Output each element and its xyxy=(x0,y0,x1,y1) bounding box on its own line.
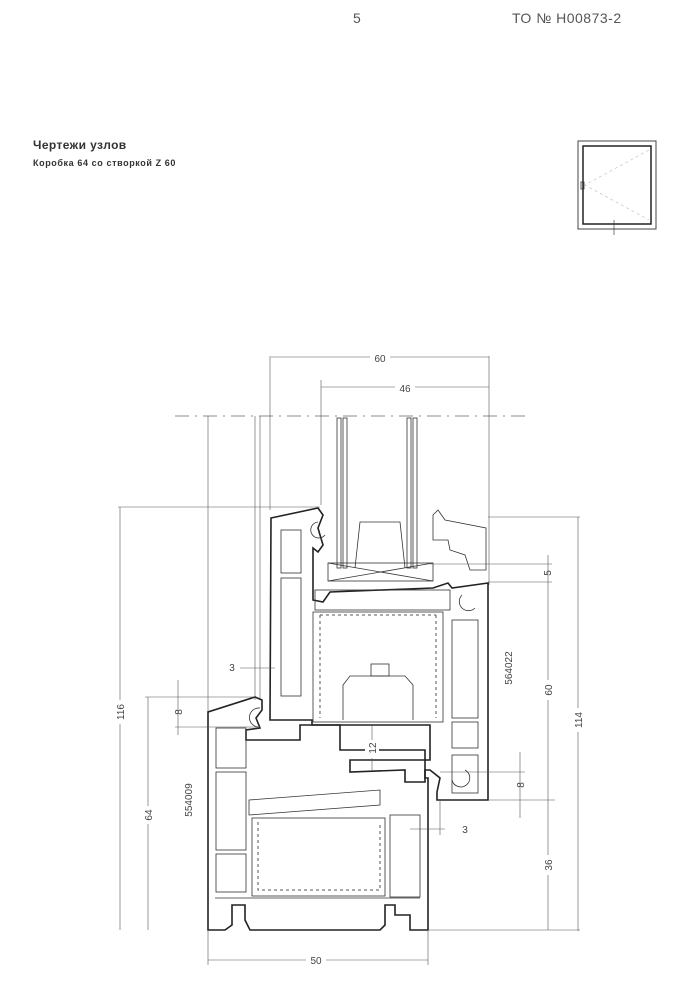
window-thumbnail-icon xyxy=(577,140,657,235)
glass-unit xyxy=(327,417,434,582)
dim-lip-left: 8 xyxy=(174,709,185,715)
dim-frame-height: 64 xyxy=(144,809,155,821)
dim-total-height-left: 116 xyxy=(116,704,127,720)
document-code: ТО № Н00873-2 xyxy=(512,10,622,26)
frame-profile-code: 554009 xyxy=(184,783,195,817)
dim-total-height-right: 114 xyxy=(574,712,585,728)
dim-frame-width: 50 xyxy=(310,956,322,967)
dim-overlap: 12 xyxy=(368,742,379,754)
page-number: 5 xyxy=(353,10,362,26)
dim-sash-height: 60 xyxy=(544,684,555,696)
sash-profile xyxy=(269,507,489,801)
sash-profile-code: 564022 xyxy=(504,651,515,685)
dim-offset-left: 3 xyxy=(229,663,235,674)
section-title: Чертежи узлов xyxy=(33,138,127,152)
frame-profile xyxy=(207,696,429,931)
section-subtitle: Коробка 64 со створкой Z 60 xyxy=(33,158,177,168)
dim-sash-width: 60 xyxy=(374,354,386,365)
dim-offset-right: 3 xyxy=(462,825,468,836)
dim-lip-right: 8 xyxy=(516,782,527,788)
dim-glass-width: 46 xyxy=(399,384,411,395)
dim-frame-lower: 36 xyxy=(544,859,555,871)
dim-gap-top: 5 xyxy=(543,570,554,576)
